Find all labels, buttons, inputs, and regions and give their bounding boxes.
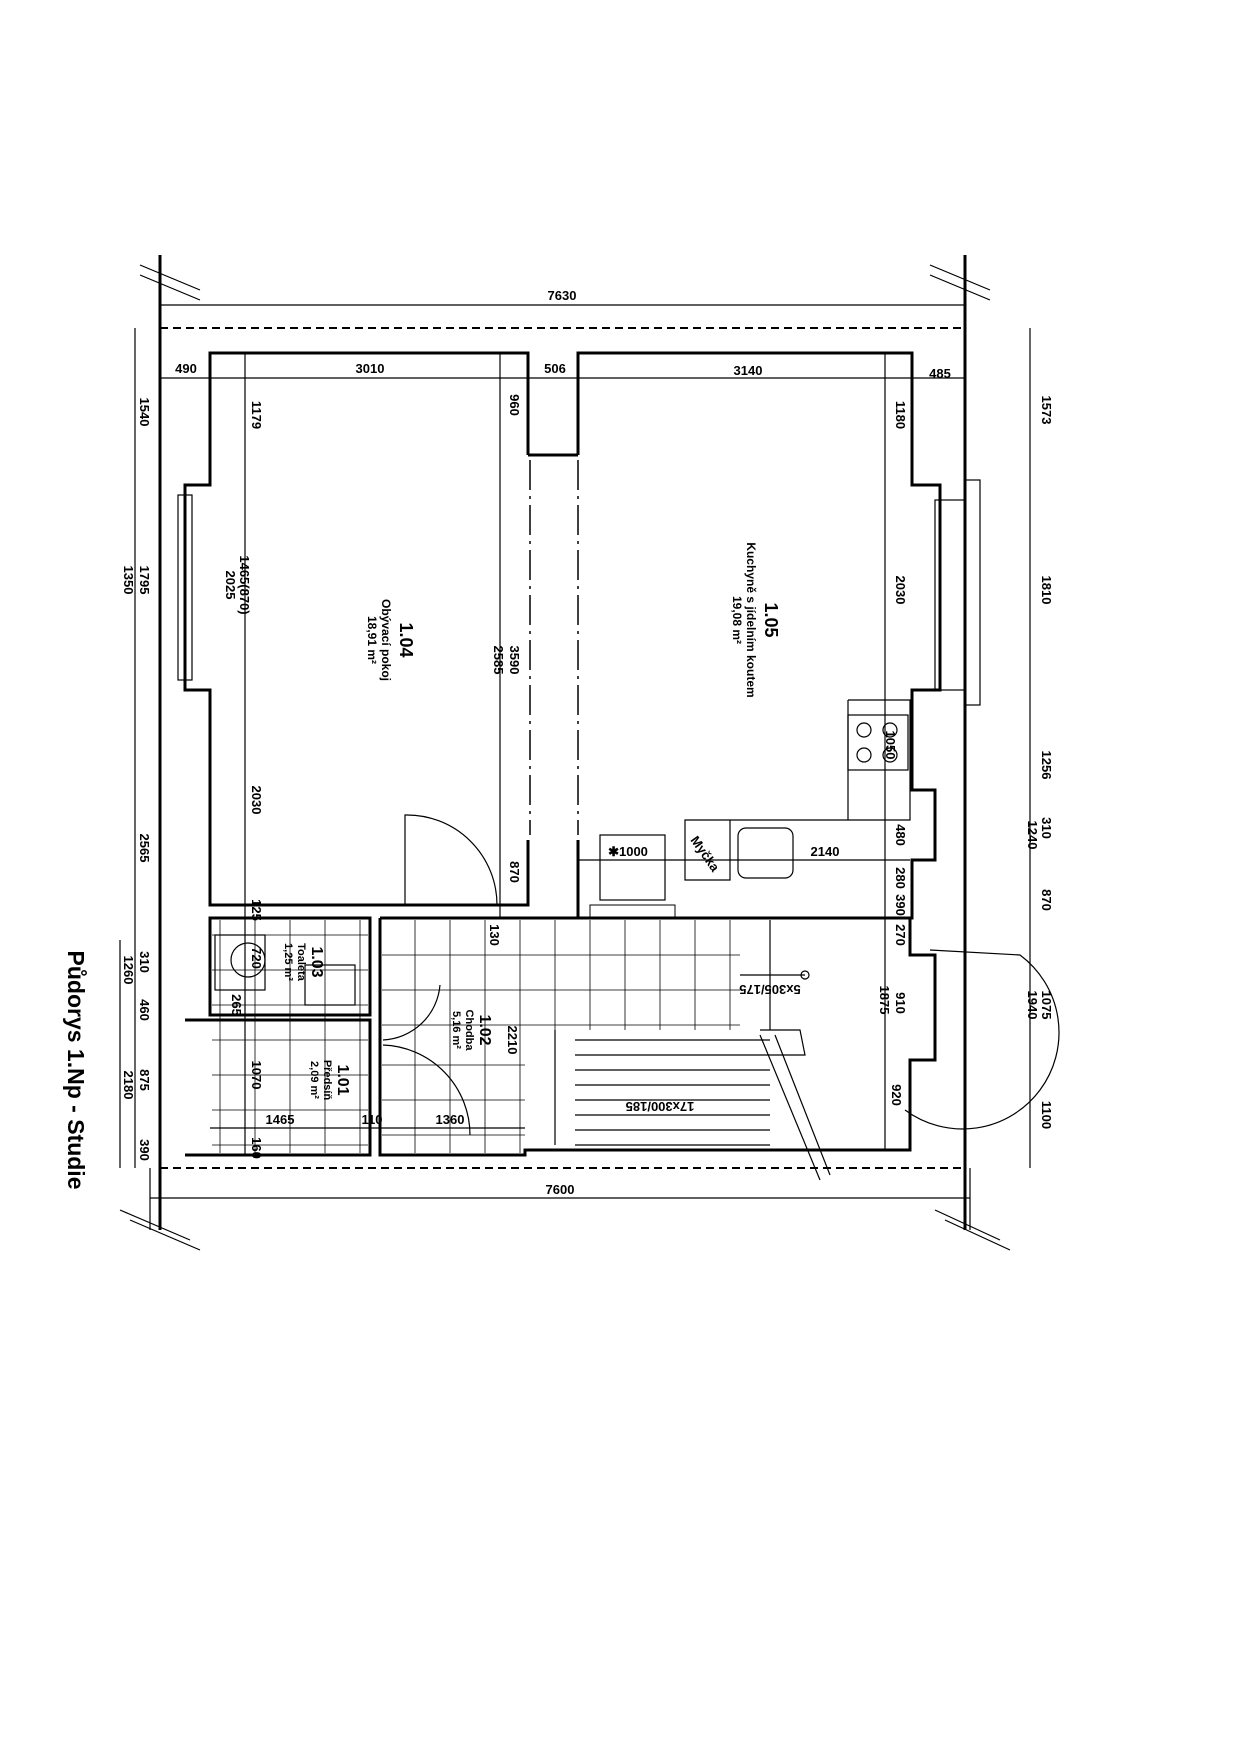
svg-text:1350: 1350: [121, 566, 136, 595]
svg-text:1795: 1795: [137, 566, 152, 595]
svg-text:480: 480: [893, 824, 908, 846]
svg-text:1540: 1540: [137, 398, 152, 427]
svg-text:960: 960: [507, 394, 522, 416]
svg-text:2030: 2030: [249, 786, 264, 815]
room-label-1-02: 1.02 Chodba 5,16 m²: [450, 1010, 493, 1052]
svg-text:460: 460: [137, 999, 152, 1021]
chimney: [589, 904, 676, 919]
svg-text:1240: 1240: [1025, 821, 1040, 850]
svg-text:5x305/175: 5x305/175: [739, 982, 800, 997]
svg-text:1260: 1260: [121, 956, 136, 985]
svg-text:1360: 1360: [436, 1112, 465, 1127]
svg-text:1.02: 1.02: [476, 1014, 493, 1045]
svg-text:2,09 m²: 2,09 m²: [308, 1061, 320, 1099]
svg-text:310: 310: [137, 951, 152, 973]
svg-text:130: 130: [487, 924, 502, 946]
svg-text:Toaleta: Toaleta: [295, 943, 307, 982]
svg-text:7630: 7630: [548, 288, 577, 303]
svg-text:2180: 2180: [121, 1071, 136, 1100]
svg-text:3590: 3590: [507, 646, 522, 675]
sink-icon: [737, 827, 794, 879]
svg-text:920: 920: [889, 1084, 904, 1106]
svg-text:1465(870): 1465(870): [237, 555, 252, 614]
dining-table: [599, 834, 666, 901]
svg-text:1050: 1050: [883, 731, 898, 760]
svg-text:720: 720: [249, 947, 264, 969]
svg-text:910: 910: [893, 992, 908, 1014]
svg-text:Kuchyně s jídelním koutem: Kuchyně s jídelním koutem: [744, 542, 758, 697]
room-label-1-05: 1.05 Kuchyně s jídelním koutem 19,08 m²: [730, 542, 781, 697]
svg-text:1100: 1100: [1039, 1101, 1054, 1129]
svg-text:1.01: 1.01: [334, 1064, 351, 1095]
site-boundary: [119, 255, 1011, 1251]
svg-text:3140: 3140: [734, 363, 763, 378]
svg-text:17x300/185: 17x300/185: [626, 1099, 695, 1114]
drawing-title: Půdorys 1.Np - Studie: [63, 951, 89, 1190]
svg-text:1573: 1573: [1039, 396, 1054, 425]
svg-text:2210: 2210: [505, 1026, 520, 1055]
svg-text:1.05: 1.05: [761, 602, 781, 637]
svg-text:2140: 2140: [811, 844, 840, 859]
svg-text:7600: 7600: [546, 1182, 575, 1197]
svg-text:110: 110: [362, 1112, 383, 1127]
svg-text:390: 390: [893, 894, 908, 916]
svg-text:160: 160: [249, 1137, 264, 1159]
room-label-1-04: 1.04 Obývací pokoj 18,91 m²: [365, 599, 416, 681]
svg-text:1465: 1465: [266, 1112, 295, 1127]
svg-text:1075: 1075: [1039, 991, 1054, 1020]
stairs: [554, 920, 831, 1181]
stove-icon: [847, 714, 909, 771]
svg-text:280: 280: [893, 867, 908, 889]
svg-text:2025: 2025: [223, 571, 238, 600]
dimension-labels: 7630 7600 490 3010 506 3140 485 2140 146…: [175, 288, 951, 1197]
svg-text:✱1000: ✱1000: [608, 844, 648, 859]
svg-text:1180: 1180: [893, 401, 908, 429]
vertical-dimension-labels: 1540 1795 1350 2565 310 1260 460 875 218…: [121, 394, 1054, 1161]
svg-text:1810: 1810: [1039, 576, 1054, 605]
svg-text:875: 875: [137, 1069, 152, 1091]
svg-text:870: 870: [1039, 889, 1054, 911]
svg-text:506: 506: [544, 361, 566, 376]
svg-text:265: 265: [229, 994, 244, 1016]
svg-text:1256: 1256: [1039, 751, 1054, 780]
svg-text:270: 270: [893, 924, 908, 946]
svg-text:1940: 1940: [1025, 991, 1040, 1020]
svg-text:1070: 1070: [249, 1061, 264, 1090]
svg-text:1,25 m²: 1,25 m²: [282, 943, 294, 981]
svg-text:2565: 2565: [137, 834, 152, 863]
room-label-1-01: 1.01 Předsíň 2,09 m²: [308, 1060, 351, 1101]
svg-text:19,08 m²: 19,08 m²: [730, 596, 744, 644]
svg-text:125: 125: [249, 899, 264, 921]
svg-text:Předsíň: Předsíň: [321, 1060, 333, 1101]
svg-text:18,91 m²: 18,91 m²: [365, 616, 379, 664]
svg-text:870: 870: [507, 861, 522, 883]
svg-text:2030: 2030: [893, 576, 908, 605]
svg-text:Myčka: Myčka: [688, 833, 724, 875]
svg-text:390: 390: [137, 1139, 152, 1161]
svg-text:Obývací pokoj: Obývací pokoj: [379, 599, 393, 681]
svg-text:1.04: 1.04: [396, 622, 416, 657]
svg-text:485: 485: [929, 366, 951, 381]
svg-text:3010: 3010: [356, 361, 385, 376]
svg-text:Chodba: Chodba: [463, 1010, 475, 1052]
svg-text:1.03: 1.03: [308, 946, 325, 977]
svg-text:2585: 2585: [491, 646, 506, 675]
room-label-1-03: 1.03 Toaleta 1,25 m²: [282, 943, 325, 982]
svg-text:490: 490: [175, 361, 197, 376]
svg-text:5,16 m²: 5,16 m²: [450, 1011, 462, 1049]
svg-text:310: 310: [1039, 817, 1054, 839]
svg-text:1179: 1179: [249, 401, 264, 429]
svg-text:1875: 1875: [877, 986, 892, 1015]
tile-grid: [212, 920, 740, 1153]
room-1-04-walls: [177, 351, 579, 907]
